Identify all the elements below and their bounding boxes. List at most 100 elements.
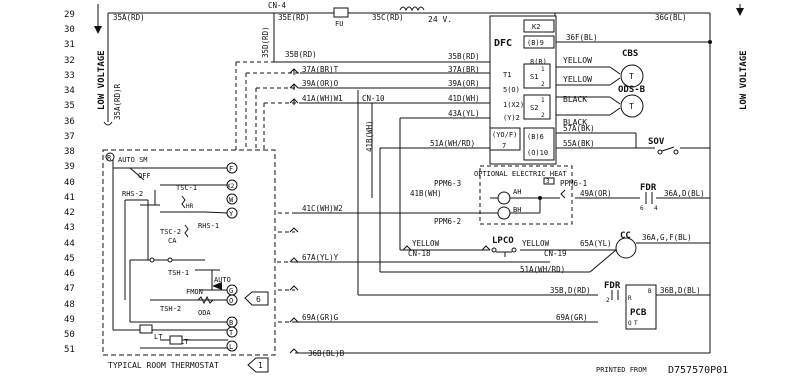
wire-label: 41C(WH)W2 xyxy=(302,204,343,213)
dfc-s2-2: 2 xyxy=(541,112,545,119)
wire-label: 41D(WH) xyxy=(448,94,480,103)
callout-6: 6 xyxy=(256,295,261,304)
dfc-label: DFC xyxy=(494,38,512,49)
wire-label: 39A(OR)O xyxy=(302,79,339,88)
wire-label: 35C(RD) xyxy=(372,13,404,22)
dfc-s1-2: 2 xyxy=(541,81,545,88)
wire-label: 35A(RD)R xyxy=(113,83,122,120)
terminal-R: R xyxy=(107,154,112,162)
arrow-down-icon xyxy=(94,26,102,34)
wire-label: 35E(RD) xyxy=(278,13,310,22)
dfc-terminal-o10: (O)10 xyxy=(527,149,548,157)
lpco: LPCO xyxy=(491,236,517,257)
optional-heat-label: OPTIONAL ELECTRIC HEAT xyxy=(474,170,568,178)
line-number: 43 xyxy=(64,223,75,233)
sov: SOV xyxy=(648,137,679,155)
off-label: OFF xyxy=(138,172,151,180)
dfc-terminal-y2: (Y)2 xyxy=(503,114,520,122)
terminal-O: O xyxy=(229,297,233,305)
cbs-label: CBS xyxy=(622,49,638,59)
line-number: 38 xyxy=(64,147,75,157)
line-number: 41 xyxy=(64,193,75,203)
wire-label: CN-19 xyxy=(544,249,567,258)
cbs-wire-yellow1: YELLOW xyxy=(563,56,592,65)
wire-label: PPM6-1 xyxy=(560,179,587,188)
arrow-down-icon xyxy=(736,8,744,16)
sov-label: SOV xyxy=(648,137,665,147)
dfc-terminal-yo: (YO/F) xyxy=(492,131,517,139)
wire-label: PPM6-2 xyxy=(434,217,461,226)
fuse-label: FU xyxy=(335,20,343,28)
optional-electric-heat: OPTIONAL ELECTRIC HEAT AH BH 3 xyxy=(474,165,573,225)
pcb-label: PCB xyxy=(630,308,647,318)
drawing-code: D757570P01 xyxy=(668,365,728,376)
wire-label: CN-4 xyxy=(268,1,287,10)
wire-labels: CN-4 35A(RD) 35E(RD) 35C(RD) 36G(BL) 35D… xyxy=(113,1,705,358)
line-number: 48 xyxy=(64,300,75,310)
dfc-terminal-o5: 5(O) xyxy=(503,86,520,94)
terminal-T: T xyxy=(229,329,234,337)
fmon-label: FMON xyxy=(186,288,203,296)
low-voltage-right-label: LOW VOLTAGE xyxy=(739,50,749,110)
wire-label: 37A(BR)T xyxy=(302,65,339,74)
wire-label: 43A(YL) xyxy=(448,109,480,118)
wire-label: 51A(WH/RD) xyxy=(520,265,565,274)
wire-label: 57A(BK) xyxy=(563,124,595,133)
cbs-t: T xyxy=(629,72,634,81)
fuse: FU xyxy=(333,7,349,28)
oda-label: ODA xyxy=(198,309,211,317)
wire-label: 36G(BL) xyxy=(655,13,687,22)
junction-dot xyxy=(538,196,542,200)
tsc2-label: TSC-2 xyxy=(160,228,181,236)
ah-label: AH xyxy=(513,188,521,196)
auto-label: AUTO xyxy=(214,276,231,284)
wire-label: 51A(WH/RD) xyxy=(430,139,475,148)
line-number-column: 29 30 31 32 33 34 35 36 37 38 39 40 41 4… xyxy=(64,10,75,355)
connectors xyxy=(289,68,566,354)
main-wires xyxy=(103,12,712,354)
ods-b-label: ODS-B xyxy=(618,85,646,95)
lt2-label: LT xyxy=(180,338,189,346)
pcb-b: B xyxy=(648,288,652,295)
footer: PRINTED FROM D757570P01 xyxy=(596,365,728,376)
hr-label: HR xyxy=(186,203,194,210)
fdr-bottom-label: FDR xyxy=(604,281,621,291)
line-number: 35 xyxy=(64,101,75,111)
wire-label: 35A(RD) xyxy=(113,13,145,22)
wire-label: 37A(BR) xyxy=(448,65,480,74)
line-number: 40 xyxy=(64,178,75,188)
wire-label: 36A,D(BL) xyxy=(664,189,705,198)
transformer-label: 24 V. xyxy=(428,15,452,24)
dfc-s1-1: 1 xyxy=(541,66,545,73)
dfc-terminal-t1: T1 xyxy=(503,71,511,79)
terminal-B: B xyxy=(229,319,233,327)
line-number: 31 xyxy=(64,40,75,50)
wire-label: CN-10 xyxy=(362,94,385,103)
pcb-o: O xyxy=(628,320,632,327)
ods-wire-black2: BLACK xyxy=(563,118,587,127)
dfc-board: K2 DFC (B)9 8(R) T1 5(O) 1(X2) (Y)2 S1 1… xyxy=(489,15,557,165)
line-number: 36 xyxy=(64,117,75,127)
line-number: 51 xyxy=(64,345,75,355)
line-number: 39 xyxy=(64,162,75,172)
wire-label: 55A(BK) xyxy=(563,139,595,148)
thermostat-label: TYPICAL ROOM THERMOSTAT xyxy=(108,361,219,370)
terminal-F: F xyxy=(229,165,233,173)
wire-label: 36A,G,F(BL) xyxy=(642,233,692,242)
ods-t: T xyxy=(629,102,634,111)
wire-label: 35B(RD) xyxy=(448,52,480,61)
dfc-terminal-x2: 1(X2) xyxy=(503,101,524,109)
wire-label: 35B(RD) xyxy=(285,50,317,59)
printed-from-label: PRINTED FROM xyxy=(596,366,647,374)
fdr-bottom: FDR 2 xyxy=(604,281,621,304)
pcb-t: T xyxy=(634,320,638,327)
dfc-s2-1: 1 xyxy=(541,97,545,104)
low-voltage-right: LOW VOLTAGE xyxy=(736,4,749,110)
line-number: 44 xyxy=(64,239,75,249)
wire-label: 41A(WH)W1 xyxy=(302,94,343,103)
pcb: PCB B R O T xyxy=(625,284,657,330)
line-number: 32 xyxy=(64,56,75,66)
pcb-r: R xyxy=(628,295,632,302)
dfc-terminal-b9: (B)9 xyxy=(527,39,544,47)
wire-label: 39A(OR) xyxy=(448,79,480,88)
